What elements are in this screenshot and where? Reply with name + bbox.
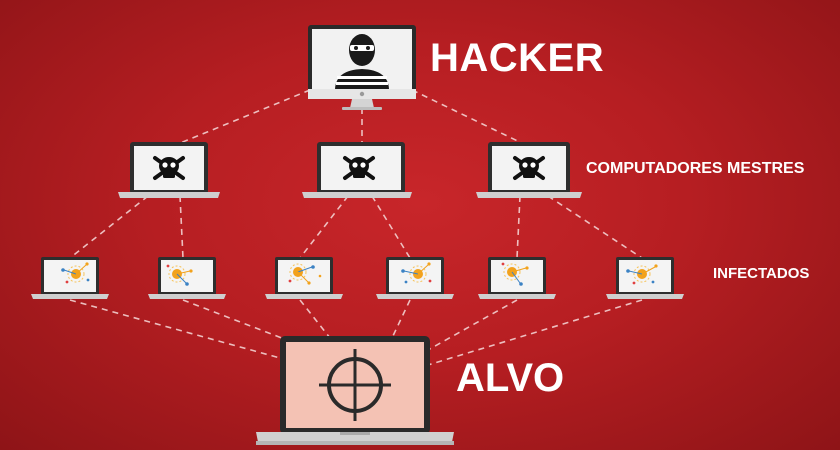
infected-laptop-2 xyxy=(148,257,226,299)
link-master1-infected2 xyxy=(179,195,184,259)
link-master1-infected1 xyxy=(69,195,149,259)
virus-icon xyxy=(288,263,322,285)
infected-laptop-3 xyxy=(265,257,343,299)
infected-laptop-1 xyxy=(31,257,109,299)
masters-label: COMPUTADORES MESTRES xyxy=(586,160,805,177)
link-infected3-target xyxy=(299,299,331,339)
link-infected6-target xyxy=(427,299,643,366)
virus-icon xyxy=(401,262,432,284)
target-label: ALVO xyxy=(456,356,565,400)
infected-laptop-6 xyxy=(606,257,684,299)
hacker-computer xyxy=(308,25,416,110)
link-hacker-master-3 xyxy=(411,89,529,147)
master-laptop-2 xyxy=(302,142,412,198)
link-master3-infected6 xyxy=(547,195,643,259)
virus-icon xyxy=(166,264,193,286)
infected-label: INFECTADOS xyxy=(713,265,810,282)
virus-icon xyxy=(626,264,658,285)
infected-laptop-4 xyxy=(376,257,454,299)
virus-icon xyxy=(61,262,90,284)
virus-icon xyxy=(501,262,529,286)
skull-crossbones-icon xyxy=(513,156,545,180)
masked-hacker-icon xyxy=(335,34,389,89)
target-laptop xyxy=(256,336,454,445)
link-master2-infected3 xyxy=(299,195,349,259)
skull-crossbones-icon xyxy=(343,156,375,180)
link-master2-infected4 xyxy=(371,195,411,259)
skull-crossbones-icon xyxy=(153,156,185,180)
link-infected4-target xyxy=(391,299,411,339)
link-hacker-master-1 xyxy=(167,89,311,149)
link-infected1-target xyxy=(69,299,281,359)
link-master3-infected5 xyxy=(516,195,521,259)
hacker-label: HACKER xyxy=(430,36,605,80)
link-infected2-target xyxy=(182,299,301,346)
master-laptop-3 xyxy=(476,142,582,198)
infected-laptop-5 xyxy=(478,257,556,299)
crosshair-icon xyxy=(319,349,391,421)
master-laptop-1 xyxy=(118,142,220,198)
